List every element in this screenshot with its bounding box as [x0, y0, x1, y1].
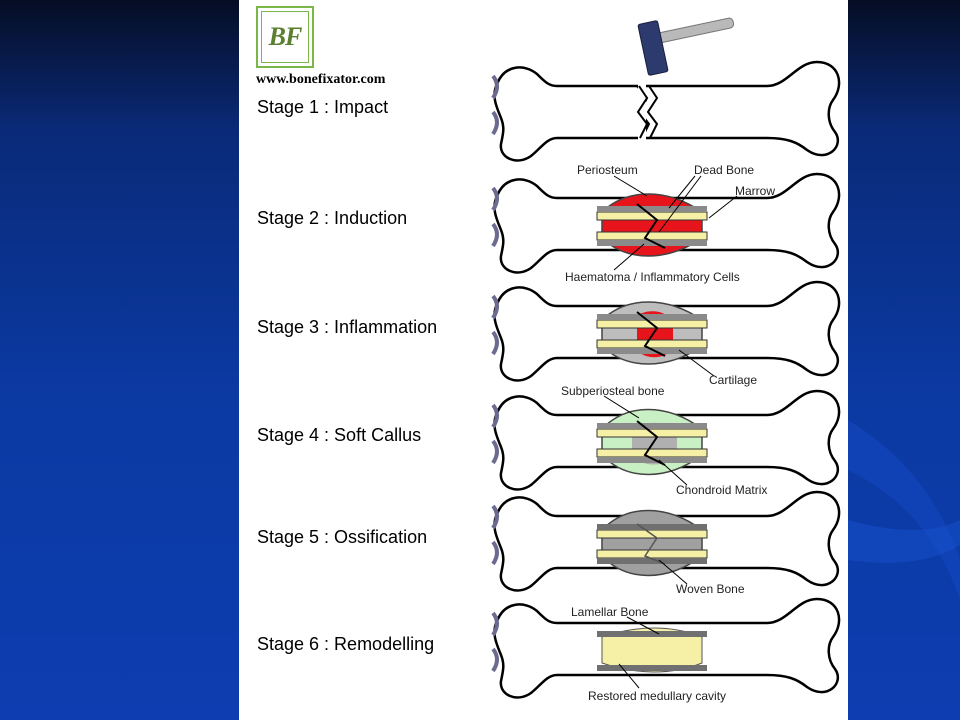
bonefixator-logo: BF: [256, 6, 314, 68]
stage-1-bone: [491, 60, 842, 163]
stage-1-label: Stage 1 : Impact: [257, 97, 389, 117]
label-marrow: Marrow: [735, 184, 776, 198]
stage-2-bone: [491, 172, 842, 275]
label-chondroid: Chondroid Matrix: [676, 483, 768, 497]
leader-lines: [603, 175, 738, 689]
stage-6-bone: [491, 597, 842, 700]
label-subperiosteal: Subperiosteal bone: [561, 384, 665, 398]
stage-4-bone: [491, 389, 842, 492]
label-haematoma: Haematoma / Inflammatory Cells: [565, 270, 740, 284]
logo-text: BF: [268, 22, 303, 51]
stage-3-label: Stage 3 : Inflammation: [257, 317, 438, 337]
stage-2-label: Stage 2 : Induction: [257, 208, 408, 228]
diagram-panel: BF www.bonefixator.com Stage 1 : Impact …: [239, 0, 848, 720]
hammer-icon: [637, 17, 735, 76]
label-cartilage: Cartilage: [709, 373, 758, 387]
fracture-healing-artwork: [491, 17, 842, 700]
label-dead-bone: Dead Bone: [694, 163, 755, 177]
stage-5-label: Stage 5 : Ossification: [257, 527, 428, 547]
stage-5-bone: [491, 490, 842, 593]
stage-4-label: Stage 4 : Soft Callus: [257, 425, 422, 445]
stage-6-label: Stage 6 : Remodelling: [257, 634, 435, 654]
label-restored: Restored medullary cavity: [588, 689, 727, 703]
label-periosteum: Periosteum: [577, 163, 638, 177]
website-url: www.bonefixator.com: [256, 72, 386, 87]
label-lamellar: Lamellar Bone: [571, 605, 649, 619]
stage-3-bone: [491, 280, 842, 383]
label-woven: Woven Bone: [676, 582, 745, 596]
